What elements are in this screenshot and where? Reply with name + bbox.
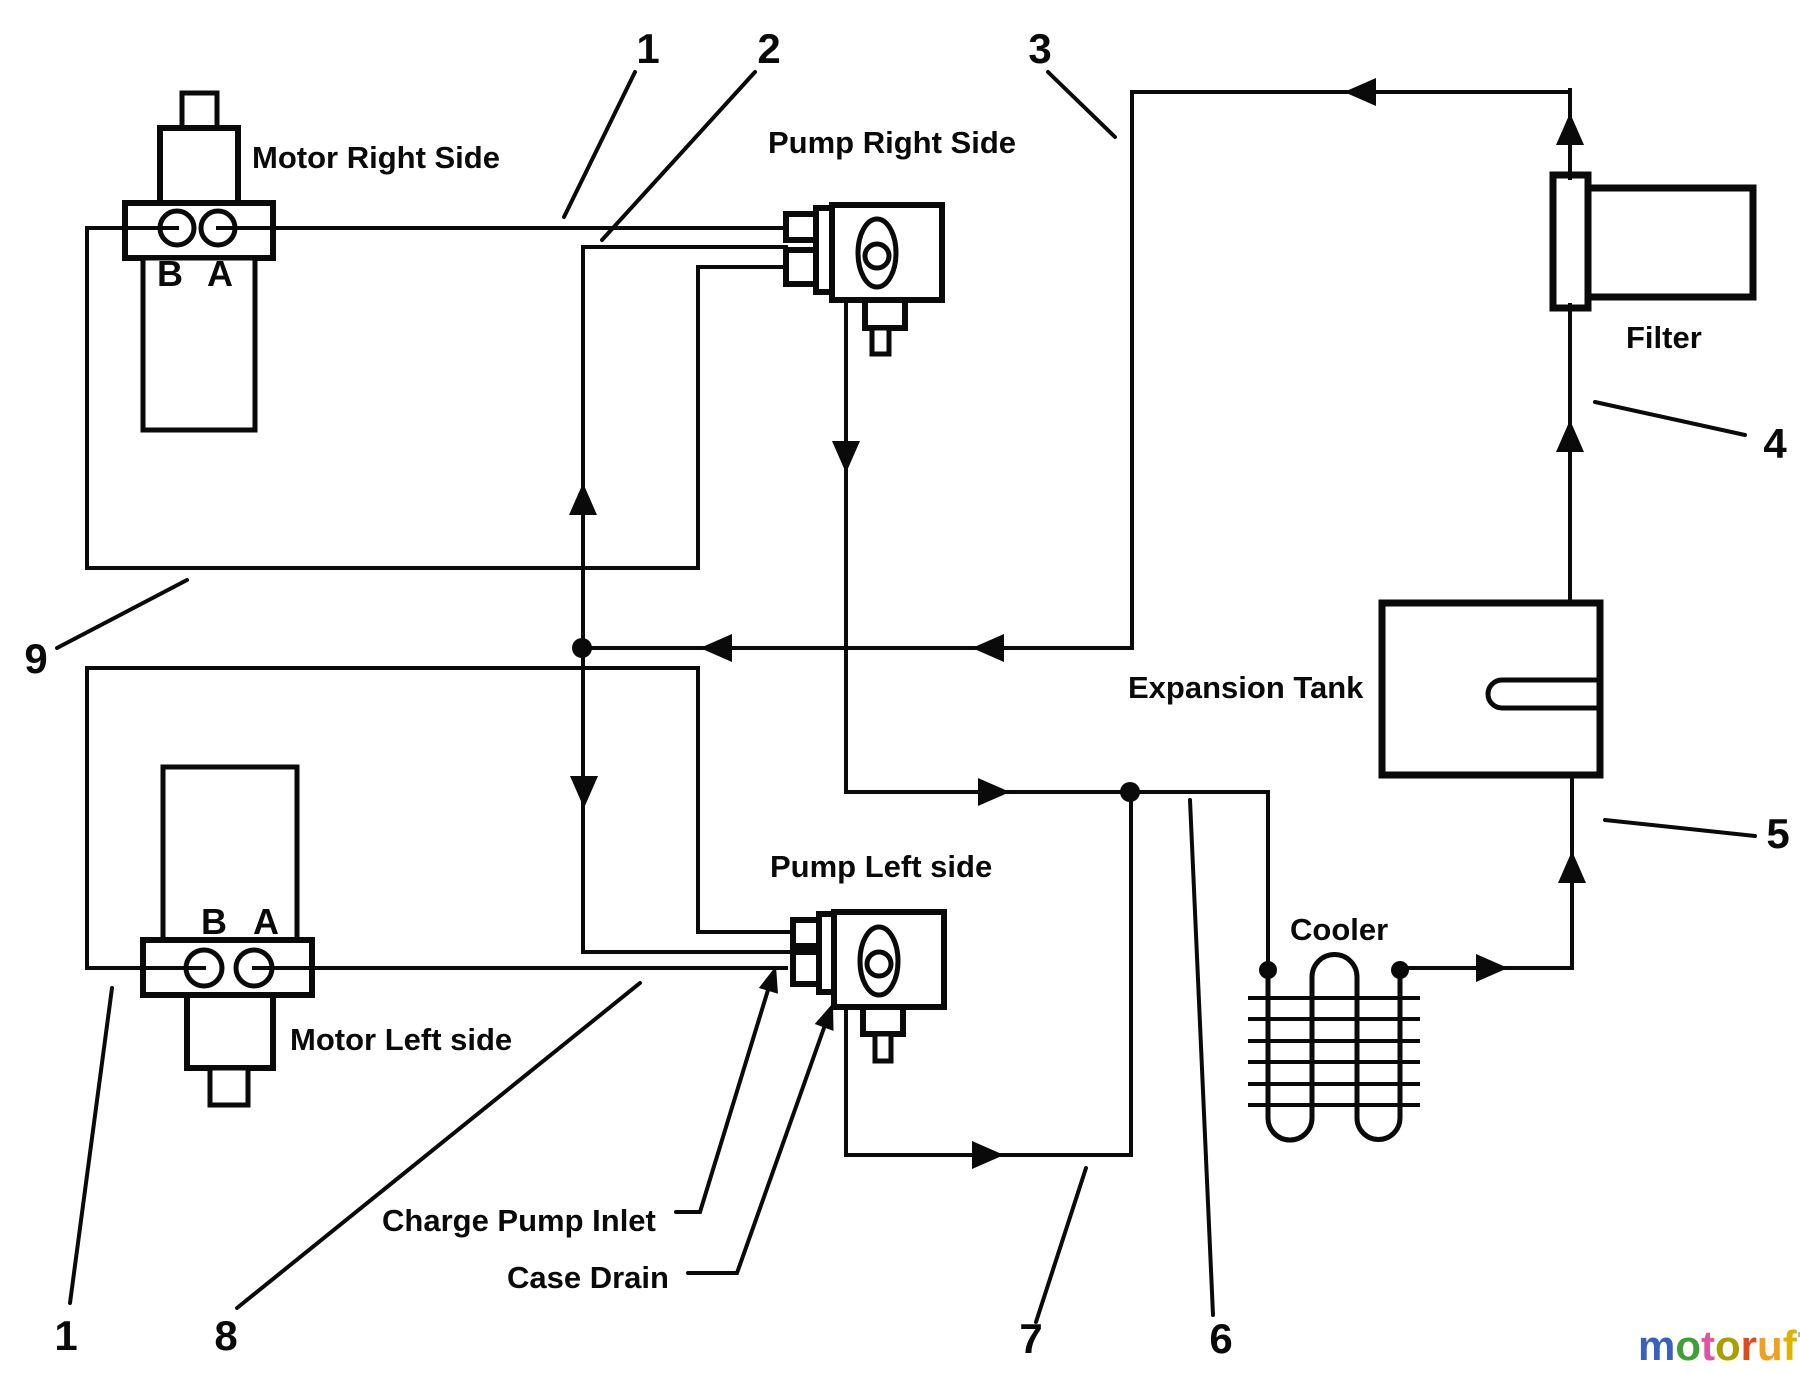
callout-2-leader bbox=[600, 70, 757, 242]
motoruf-logo[interactable]: motoruf'.de bbox=[1638, 1322, 1800, 1369]
callout-6: 6 bbox=[1209, 1315, 1232, 1362]
flow-arrow-case-drain-right-down bbox=[832, 441, 860, 473]
callout-9: 9 bbox=[24, 635, 47, 682]
callout-9-leader bbox=[55, 578, 189, 650]
flow-arrow-return-left-2 bbox=[972, 634, 1004, 662]
expansion-tank-label: Expansion Tank bbox=[1128, 670, 1364, 705]
cooler-coil bbox=[1265, 952, 1403, 1143]
cooler-outlet-line bbox=[1398, 773, 1574, 970]
pump-right-stem bbox=[869, 325, 892, 357]
logo-letter-u[interactable]: u bbox=[1757, 1322, 1783, 1369]
pump-right-label: Pump Right Side bbox=[768, 125, 1016, 160]
cooler-inlet-dot bbox=[1259, 961, 1277, 979]
pump-left-eye-inner bbox=[864, 949, 894, 979]
charge-pump-inlet-label: Charge Pump Inlet bbox=[382, 1203, 656, 1238]
callout-8-leader bbox=[235, 981, 642, 1310]
return-line bbox=[580, 90, 1572, 650]
motor-left-port-a-label: A bbox=[253, 901, 279, 942]
case-drain-pointer bbox=[686, 1023, 827, 1275]
charge-line bbox=[581, 245, 795, 954]
motor-right-neck bbox=[157, 125, 241, 207]
callout-1-bottom-leader bbox=[68, 986, 114, 1305]
callout-5-leader bbox=[1603, 818, 1757, 838]
flow-arrow-to-filter-up bbox=[1556, 420, 1584, 452]
callout-8: 8 bbox=[214, 1312, 237, 1359]
callout-2: 2 bbox=[757, 25, 780, 72]
motor-right-cap bbox=[179, 90, 220, 131]
cooler-outlet-dot bbox=[1391, 961, 1409, 979]
pump-right-eye-inner bbox=[862, 241, 892, 271]
pump-left-port-2 bbox=[790, 949, 822, 987]
callout-4: 4 bbox=[1763, 420, 1787, 467]
right-loop-line bbox=[85, 226, 788, 570]
flow-arrow-charge-up bbox=[569, 483, 597, 515]
flow-arrow-charge-down bbox=[570, 776, 598, 808]
pump-right-case-drain-line bbox=[844, 298, 1270, 964]
flow-arrow-top-left bbox=[1344, 78, 1376, 106]
motor-left-label: Motor Left side bbox=[290, 1022, 512, 1057]
filter-element bbox=[1549, 171, 1592, 312]
motor-right-body bbox=[140, 255, 258, 433]
callout-3-leader bbox=[1046, 70, 1117, 139]
charge-pump-inlet-pointer-arrowhead bbox=[758, 966, 778, 994]
logo-letter-o[interactable]: o bbox=[1675, 1322, 1701, 1369]
pump-right-port-2 bbox=[783, 247, 819, 287]
pump-left-foot bbox=[860, 1004, 906, 1037]
flow-arrow-cooler-out-right bbox=[1476, 954, 1508, 982]
logo-letter-t[interactable]: t bbox=[1701, 1322, 1715, 1369]
pump-left-stem bbox=[872, 1031, 894, 1064]
callout-7: 7 bbox=[1019, 1315, 1042, 1362]
junction-dot-charge bbox=[572, 638, 592, 658]
pump-right-port-1 bbox=[783, 211, 819, 243]
flow-arrow-case-drain-left-right bbox=[972, 1141, 1004, 1169]
callout-1-top-leader bbox=[562, 70, 637, 219]
flow-arrow-to-tank-up bbox=[1558, 851, 1586, 883]
callout-6-leader bbox=[1188, 798, 1215, 1317]
filter-label: Filter bbox=[1626, 320, 1702, 355]
left-loop-line bbox=[85, 666, 795, 970]
logo-letter-r[interactable]: r bbox=[1741, 1322, 1757, 1369]
pump-left-label: Pump Left side bbox=[770, 849, 992, 884]
motor-right-label: Motor Right Side bbox=[252, 140, 500, 175]
flow-arrow-filter-out-up bbox=[1556, 113, 1584, 145]
tank-slot bbox=[1485, 677, 1600, 711]
callout-1-bottom: 1 bbox=[54, 1312, 77, 1359]
callout-4-leader bbox=[1593, 400, 1747, 437]
filter-body bbox=[1584, 184, 1757, 301]
callout-7-leader bbox=[1034, 1166, 1088, 1324]
motor-left-port-b-label: B bbox=[201, 901, 227, 942]
motor-right-port-a-label: A bbox=[207, 253, 233, 294]
logo-letter-f[interactable]: f bbox=[1783, 1322, 1798, 1369]
callout-1-top: 1 bbox=[636, 25, 659, 72]
logo-tick: ' bbox=[1797, 1329, 1800, 1351]
motor-right-port-b-label: B bbox=[157, 253, 183, 294]
motor-left-cap bbox=[207, 1065, 251, 1108]
callout-5: 5 bbox=[1766, 810, 1789, 857]
callout-3: 3 bbox=[1028, 25, 1051, 72]
logo-letter-m[interactable]: m bbox=[1638, 1322, 1675, 1369]
cooler-label: Cooler bbox=[1290, 912, 1388, 947]
flow-arrow-return-left-1 bbox=[700, 634, 732, 662]
flow-arrow-to-cooler-right bbox=[978, 778, 1010, 806]
pump-left-port-1 bbox=[790, 917, 822, 949]
charge-pump-inlet-pointer bbox=[674, 988, 770, 1214]
logo-letter-o[interactable]: o bbox=[1715, 1322, 1741, 1369]
junction-dot-case-drain bbox=[1120, 782, 1140, 802]
motor-left-neck bbox=[184, 992, 276, 1071]
case-drain-label: Case Drain bbox=[507, 1260, 669, 1295]
pump-right-foot bbox=[862, 297, 908, 331]
case-drain-pointer-arrowhead bbox=[814, 1003, 834, 1031]
